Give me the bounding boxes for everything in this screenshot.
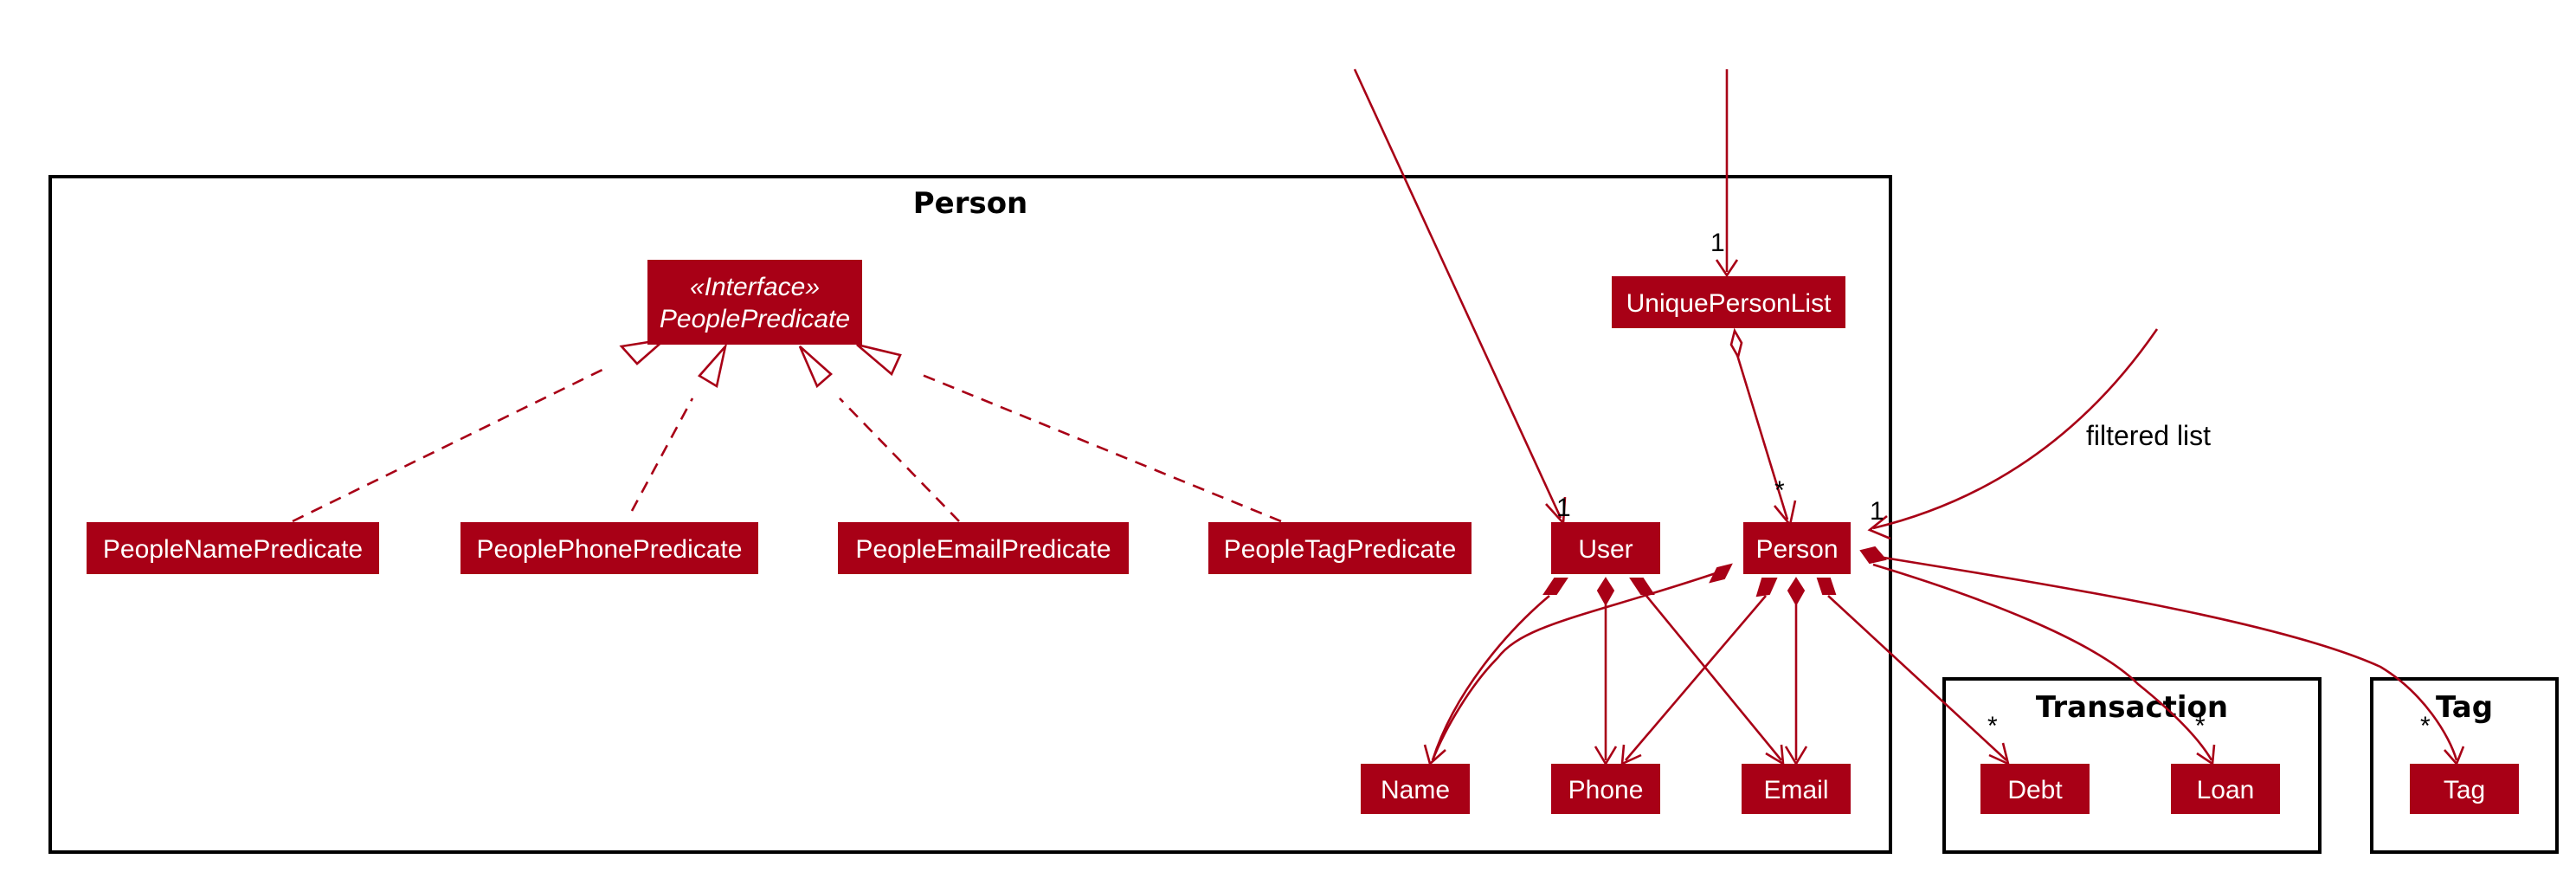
triangle-tag-predicate (856, 343, 902, 377)
package-transaction-title: Transaction (2036, 690, 2228, 725)
class-user[interactable]: User (1551, 522, 1660, 574)
realization-name-predicate (292, 366, 607, 523)
arrow-loan (2196, 744, 2216, 766)
class-people-email-predicate[interactable]: PeopleEmailPredicate (838, 522, 1129, 574)
class-phone-label: Phone (1568, 776, 1644, 804)
diamond-user-phone (1596, 577, 1615, 607)
class-loan[interactable]: Loan (2171, 764, 2280, 814)
multiplicity-labels: 1 1 * 1 * * * filtered list (1556, 229, 2431, 740)
package-tag-frame (2370, 677, 2559, 854)
package-person-title: Person (913, 186, 1028, 221)
edges (292, 68, 2458, 761)
diamond-person-phone (1755, 578, 1778, 597)
composition-user-email (1645, 595, 1783, 761)
class-tag-box[interactable] (2410, 764, 2519, 814)
edge-into-user (1353, 68, 1562, 519)
arrow-email-1 (1765, 744, 1785, 766)
composition-user-name (1431, 595, 1550, 761)
class-debt[interactable]: Debt (1980, 764, 2090, 814)
class-person[interactable]: Person (1743, 522, 1851, 574)
class-phone-box[interactable] (1551, 764, 1660, 814)
class-email-label: Email (1763, 776, 1828, 804)
class-people-tag-predicate-label: PeopleTagPredicate (1224, 535, 1457, 564)
class-user-label: User (1578, 535, 1633, 564)
class-user-box[interactable] (1551, 522, 1660, 574)
mult-person-filtered: 1 (1870, 497, 1884, 526)
mult-user: 1 (1556, 494, 1571, 522)
class-person-box[interactable] (1743, 522, 1851, 574)
class-unique-person-list[interactable]: UniquePersonList (1612, 276, 1845, 328)
composition-person-phone (1625, 595, 1767, 761)
class-people-predicate-stereotype: «Interface» (690, 273, 820, 301)
class-people-email-predicate-label: PeopleEmailPredicate (855, 535, 1111, 564)
class-people-predicate-name: PeoplePredicate (660, 305, 850, 333)
class-email-box[interactable] (1742, 764, 1851, 814)
class-person-label: Person (1755, 535, 1838, 564)
diamond-person-email (1787, 577, 1806, 607)
triangle-email-predicate (798, 346, 833, 389)
class-people-tag-predicate[interactable]: PeopleTagPredicate (1208, 522, 1472, 574)
class-people-name-predicate-box[interactable] (87, 522, 379, 574)
class-unique-person-list-box[interactable] (1612, 276, 1845, 328)
diamond-person-tag (1859, 546, 1887, 565)
class-tag-label: Tag (2444, 776, 2485, 804)
mult-loan: * (2195, 712, 2206, 740)
class-name-box[interactable] (1361, 764, 1470, 814)
package-person-frame (48, 175, 1892, 854)
class-people-predicate-box[interactable] (647, 260, 862, 345)
class-debt-box[interactable] (1980, 764, 2090, 814)
composition-person-name (1431, 570, 1722, 761)
class-people-phone-predicate-label: PeoplePhonePredicate (477, 535, 743, 564)
class-name-label: Name (1381, 776, 1450, 804)
mult-person-list-member: * (1774, 476, 1785, 505)
triangle-name-predicate (619, 338, 669, 365)
label-filtered-list: filtered list (2086, 420, 2211, 451)
diamond-user-name (1542, 578, 1568, 595)
class-phone[interactable]: Phone (1551, 764, 1660, 814)
class-loan-box[interactable] (2171, 764, 2280, 814)
composition-person-debt (1827, 595, 2007, 761)
class-email[interactable]: Email (1742, 764, 1851, 814)
class-people-phone-predicate[interactable]: PeoplePhonePredicate (460, 522, 758, 574)
composition-person-tag (1872, 554, 2458, 761)
diamond-person-name (1709, 563, 1733, 584)
class-loan-label: Loan (2197, 776, 2255, 804)
class-name[interactable]: Name (1361, 764, 1470, 814)
markers (619, 259, 2465, 766)
class-people-name-predicate-label: PeopleNamePredicate (103, 535, 363, 564)
arrow-into-unique-person-list (1715, 259, 1739, 278)
class-people-tag-predicate-box[interactable] (1208, 522, 1472, 574)
package-tag-title: Tag (2436, 690, 2493, 725)
class-unique-person-list-label: UniquePersonList (1626, 289, 1832, 318)
mult-debt: * (1987, 712, 1998, 740)
triangle-phone-predicate (697, 342, 728, 389)
realization-email-predicate (839, 397, 960, 522)
aggregation-list-person (1736, 354, 1789, 520)
diamond-user-email (1629, 578, 1655, 595)
arrow-filtered-list (1867, 514, 1891, 540)
realization-tag-predicate (915, 371, 1282, 523)
mult-tag: * (2420, 712, 2431, 740)
mult-unique-person-list: 1 (1710, 229, 1725, 257)
class-people-name-predicate[interactable]: PeopleNamePredicate (87, 522, 379, 574)
classes: «Interface» PeoplePredicate PeopleNamePr… (87, 260, 2519, 814)
diamond-person-debt (1816, 578, 1837, 595)
composition-person-loan (1872, 563, 2213, 761)
class-people-predicate[interactable]: «Interface» PeoplePredicate (647, 260, 862, 345)
package-person: Person (48, 175, 1892, 854)
diamond-aggregation-list (1729, 327, 1743, 360)
realization-phone-predicate (630, 397, 694, 512)
package-tag: Tag (2370, 677, 2559, 854)
class-debt-label: Debt (2007, 776, 2063, 804)
class-people-phone-predicate-box[interactable] (460, 522, 758, 574)
edge-filtered-list (1872, 328, 2159, 530)
class-people-email-predicate-box[interactable] (838, 522, 1129, 574)
class-tag[interactable]: Tag (2410, 764, 2519, 814)
